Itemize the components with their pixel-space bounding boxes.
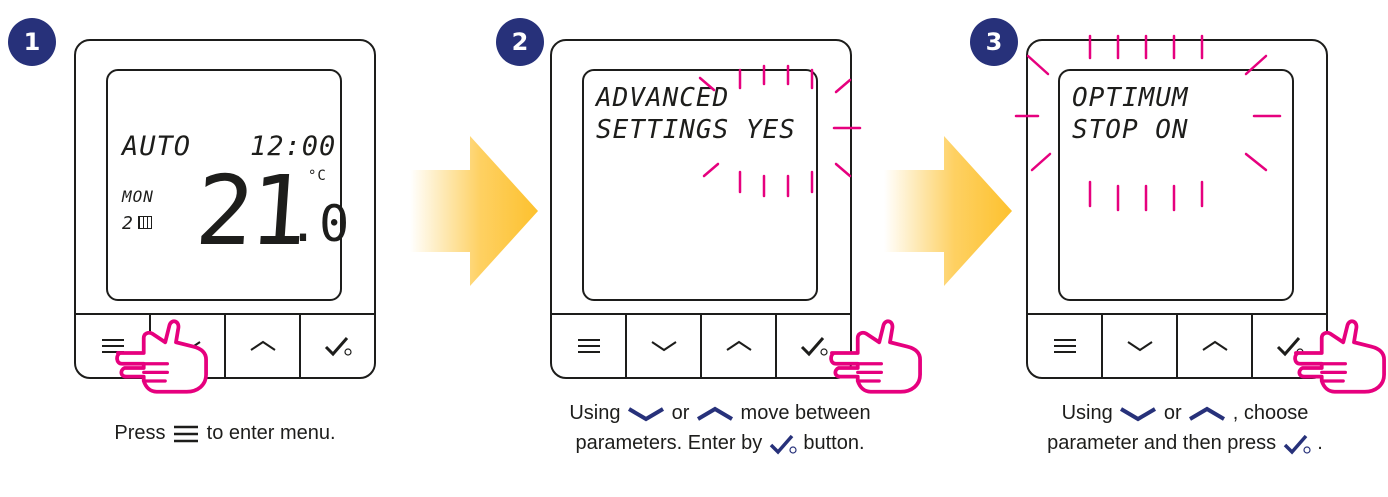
chevron-up-icon (725, 339, 753, 353)
chevron-up-icon (1201, 339, 1229, 353)
chevron-down-icon (1126, 339, 1154, 353)
up-button[interactable] (700, 313, 775, 377)
menu-line-2: SETTINGS YES (596, 117, 796, 143)
thermostat-step-3: OPTIMUM STOP ON (1026, 39, 1328, 379)
menu-line-2: STOP ON (1072, 117, 1189, 143)
caption-3-line2-pre: parameter and then press (1047, 432, 1276, 454)
next-step-arrow (410, 136, 538, 286)
chevron-down-icon (1118, 405, 1158, 423)
check-power-icon (1282, 433, 1312, 455)
caption-2-pre: Using (569, 402, 620, 424)
lcd-screen: AUTO 12:00 MON 2 21 .0 °C (106, 69, 342, 301)
menu-line-1: ADVANCED (596, 85, 729, 111)
day-label: MON (122, 189, 154, 205)
caption-2-line2-post: button. (803, 432, 864, 454)
pointing-hand-icon (112, 310, 212, 396)
button-row (552, 313, 850, 377)
caption-step-3: Using or , choose parameter and then pre… (1000, 398, 1370, 458)
caption-step-2: Using or move between parameters. Enter … (530, 398, 910, 458)
menu-button[interactable] (1028, 313, 1101, 377)
menu-button[interactable] (552, 313, 625, 377)
check-power-icon (799, 335, 829, 357)
check-power-icon (768, 433, 798, 455)
caption-3-post: , choose (1233, 402, 1309, 424)
check-power-icon (323, 335, 353, 357)
ok-button[interactable] (299, 313, 374, 377)
caption-3-or: or (1164, 402, 1182, 424)
pointing-hand-icon (826, 310, 926, 396)
down-button[interactable] (625, 313, 700, 377)
lcd-screen: OPTIMUM STOP ON (1058, 69, 1294, 301)
chevron-down-icon (626, 405, 666, 423)
button-row (1028, 313, 1326, 377)
menu-line-1: OPTIMUM (1072, 85, 1189, 111)
next-step-arrow (884, 136, 1012, 286)
caption-2-or: or (672, 402, 690, 424)
calendar-icon (138, 216, 152, 229)
pointing-hand-icon (1290, 310, 1388, 396)
caption-step-1: Press to enter menu. (60, 418, 390, 448)
caption-1-post: to enter menu. (207, 422, 336, 444)
lcd-screen: ADVANCED SETTINGS YES (582, 69, 818, 301)
caption-3-pre: Using (1062, 402, 1113, 424)
step-1-badge: 1 (8, 18, 56, 66)
unit-label: °C (308, 169, 327, 183)
temperature-decimal: .0 (288, 199, 350, 249)
caption-1-pre: Press (114, 422, 165, 444)
menu-icon (1052, 337, 1078, 355)
down-button[interactable] (1101, 313, 1176, 377)
step-2-badge: 2 (496, 18, 544, 66)
menu-icon (576, 337, 602, 355)
up-button[interactable] (224, 313, 299, 377)
menu-icon (171, 424, 201, 444)
chevron-up-icon (695, 405, 735, 423)
mode-label: AUTO (122, 133, 191, 160)
chevron-down-icon (650, 339, 678, 353)
up-button[interactable] (1176, 313, 1251, 377)
caption-2-line2-pre: parameters. Enter by (575, 432, 762, 454)
chevron-up-icon (249, 339, 277, 353)
thermostat-step-2: ADVANCED SETTINGS YES (550, 39, 852, 379)
step-3-badge: 3 (970, 18, 1018, 66)
chevron-up-icon (1187, 405, 1227, 423)
program-label: 2 (122, 215, 134, 233)
caption-2-post: move between (741, 402, 871, 424)
caption-3-line2-post: . (1317, 432, 1323, 454)
